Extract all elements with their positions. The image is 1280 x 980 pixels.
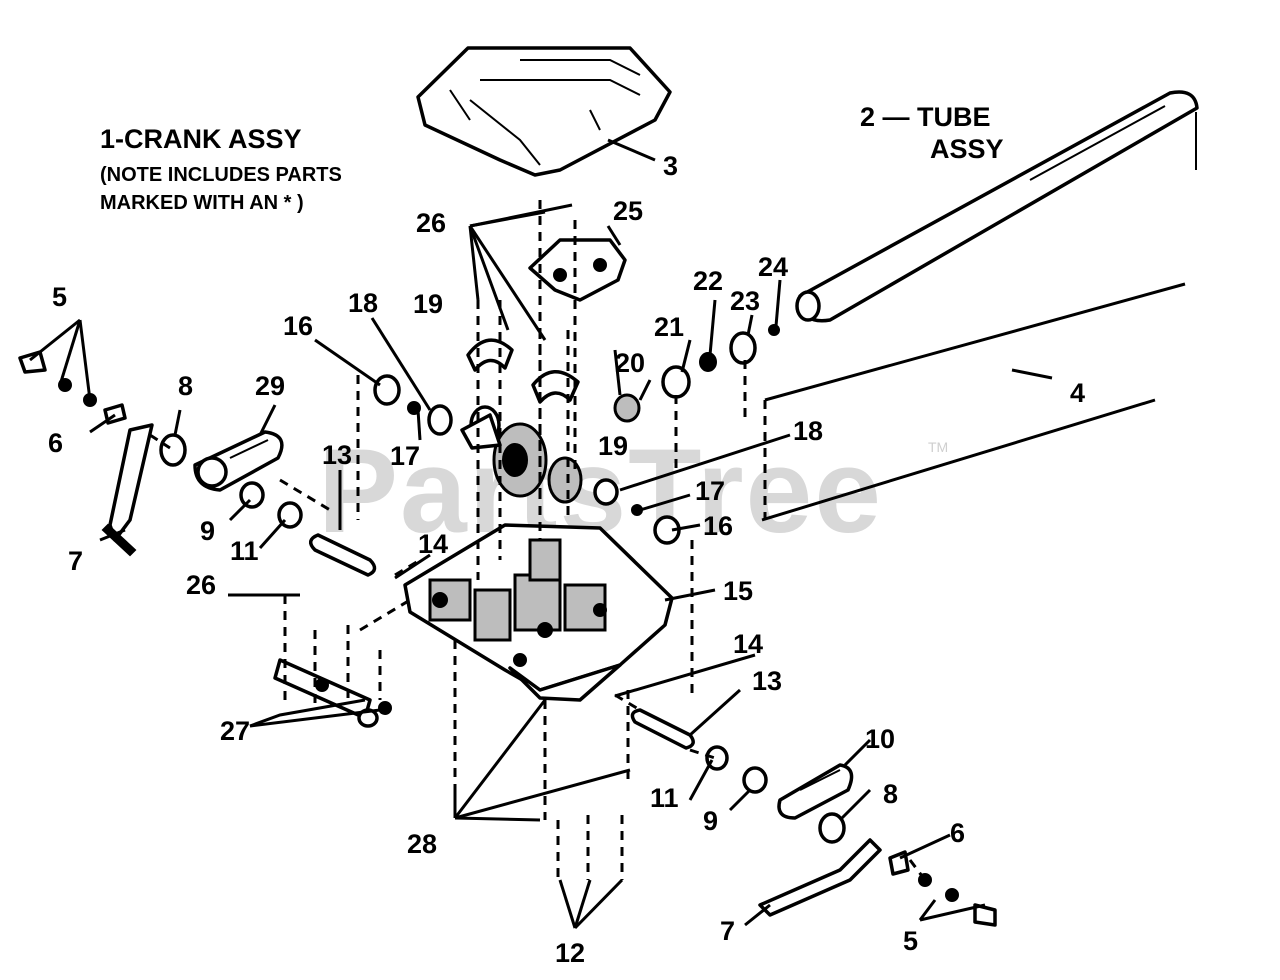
callout-18-left: 18 — [348, 288, 378, 318]
part-washers-right — [593, 478, 681, 545]
callout-26-left: 26 — [186, 570, 216, 600]
callout-14-left: 14 — [418, 529, 448, 559]
part-washers-left — [373, 374, 453, 436]
part-bracket — [528, 238, 627, 302]
callout-28: 28 — [407, 829, 437, 859]
callout-4: 4 — [1070, 378, 1085, 408]
assembly-note-line1: (NOTE INCLUDES PARTS — [100, 164, 342, 186]
callout-14-right: 14 — [733, 629, 763, 659]
watermark-tm: TM — [928, 439, 948, 455]
callout-27: 27 — [220, 716, 250, 746]
part-housing — [403, 523, 674, 702]
callout-26-top: 26 — [416, 208, 446, 238]
tube-title-line2: ASSY — [930, 134, 1004, 164]
callout-5-left: 5 — [52, 282, 67, 312]
callout-7-right: 7 — [720, 916, 735, 946]
callout-20: 20 — [615, 348, 645, 378]
callout-19-left: 19 — [413, 289, 443, 319]
callout-22: 22 — [693, 266, 723, 296]
callout-9-left: 9 — [200, 516, 215, 546]
assembly-title: 1-CRANK ASSY — [100, 124, 302, 154]
callout-5-right: 5 — [903, 926, 918, 956]
callout-labels: 3 4 5 5 6 6 7 7 8 8 9 9 10 11 11 12 13 1… — [48, 151, 1085, 968]
callout-10: 10 — [865, 724, 895, 754]
callout-12: 12 — [555, 938, 585, 968]
part-rod — [761, 282, 1186, 522]
callout-6-right: 6 — [950, 818, 965, 848]
dashed-assembly-lines — [149, 200, 927, 881]
callout-6-left: 6 — [48, 428, 63, 458]
callout-16-left: 16 — [283, 311, 313, 341]
leader-lines — [29, 138, 986, 930]
callout-13-right: 13 — [752, 666, 782, 696]
tube-title-line1: 2 — TUBE — [860, 102, 991, 132]
callout-17-right: 17 — [695, 476, 725, 506]
callout-15: 15 — [723, 576, 753, 606]
part-gear-assembly — [460, 405, 583, 504]
part-cover — [416, 46, 672, 177]
callout-7-left: 7 — [68, 546, 83, 576]
callout-13-left: 13 — [322, 440, 352, 470]
callout-24: 24 — [758, 252, 788, 282]
callout-21: 21 — [654, 312, 684, 342]
part-right-crank — [630, 708, 997, 927]
callout-16-right: 16 — [703, 511, 733, 541]
callout-17-left: 17 — [390, 441, 420, 471]
assembly-note-line2: MARKED WITH AN * ) — [100, 192, 304, 214]
callout-25: 25 — [613, 196, 643, 226]
callout-11-left: 11 — [230, 536, 259, 566]
callout-29: 29 — [255, 371, 285, 401]
part-saddle-19 — [466, 338, 580, 404]
callout-11-right: 11 — [650, 783, 679, 813]
callout-18-right: 18 — [793, 416, 823, 446]
part-shaft-parts-right — [613, 324, 780, 423]
callout-23: 23 — [730, 286, 760, 316]
callout-19-right: 19 — [598, 431, 628, 461]
callout-3: 3 — [663, 151, 678, 181]
callout-8-left: 8 — [178, 371, 193, 401]
part-tube — [795, 90, 1199, 323]
callout-9-right: 9 — [703, 806, 718, 836]
callout-8-right: 8 — [883, 779, 898, 809]
